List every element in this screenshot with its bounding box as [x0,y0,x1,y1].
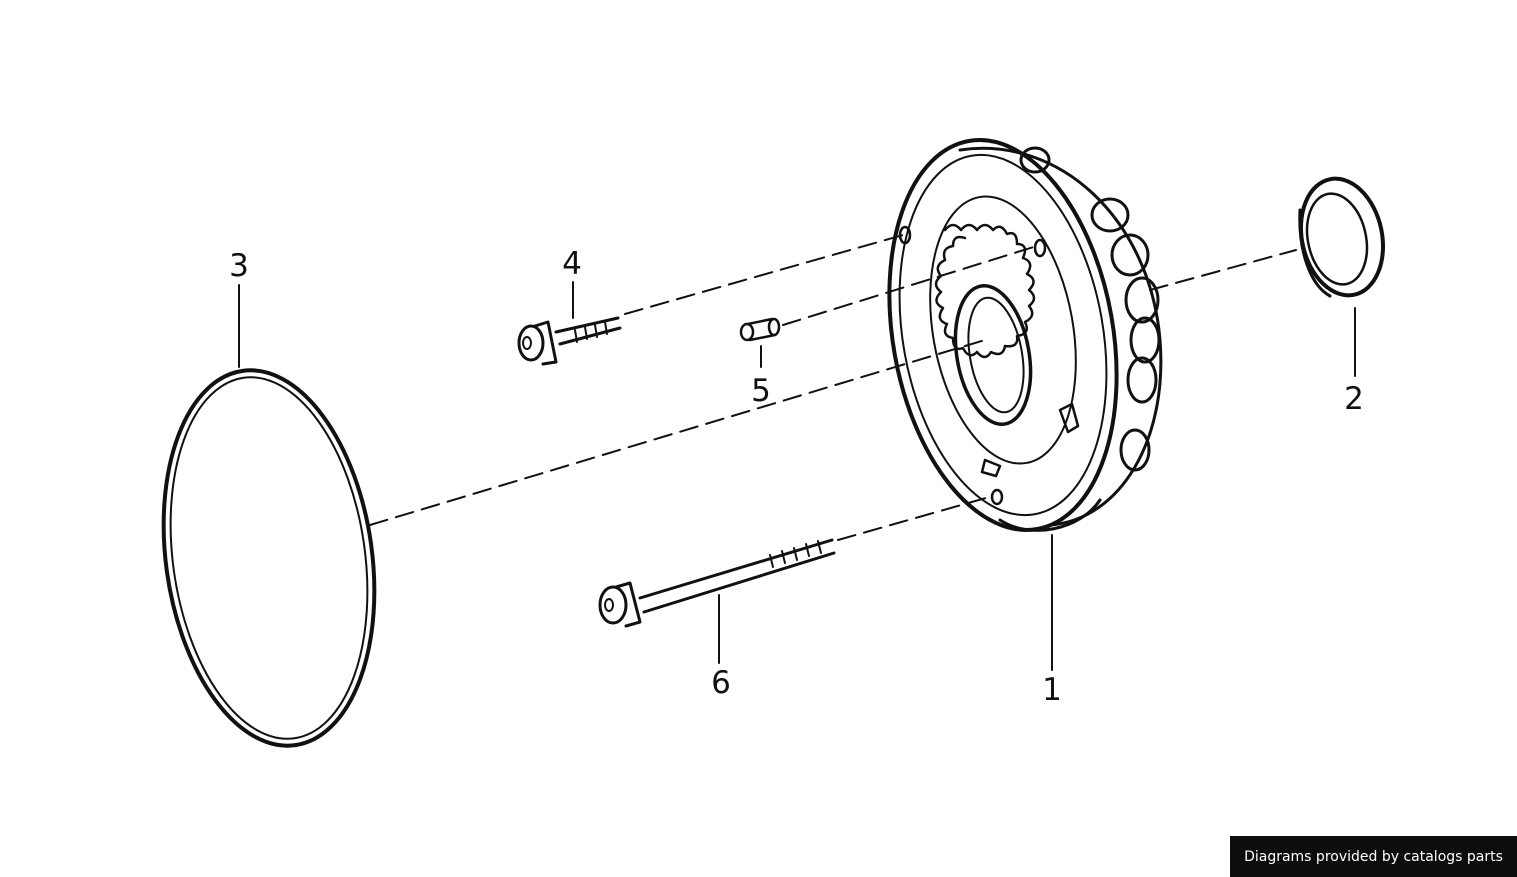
pump-housing-part-1 [887,138,1163,532]
long-bolt-part-6 [598,538,836,628]
label-part-3: 3 [229,248,249,284]
label-part-1: 1 [1042,672,1062,708]
seal-ring-part-2 [1298,176,1386,298]
o-ring-part-3 [161,368,377,748]
short-bolt-part-4 [517,316,622,366]
label-part-6: 6 [711,665,731,701]
dowel-pin-part-5 [739,317,781,342]
label-part-2: 2 [1344,381,1364,417]
label-part-4: 4 [562,246,582,282]
leader-lines [238,281,1356,671]
assembly-dash-lines [369,234,1297,541]
credit-banner: Diagrams provided by catalogs parts [1230,836,1517,877]
label-part-5: 5 [751,373,771,409]
